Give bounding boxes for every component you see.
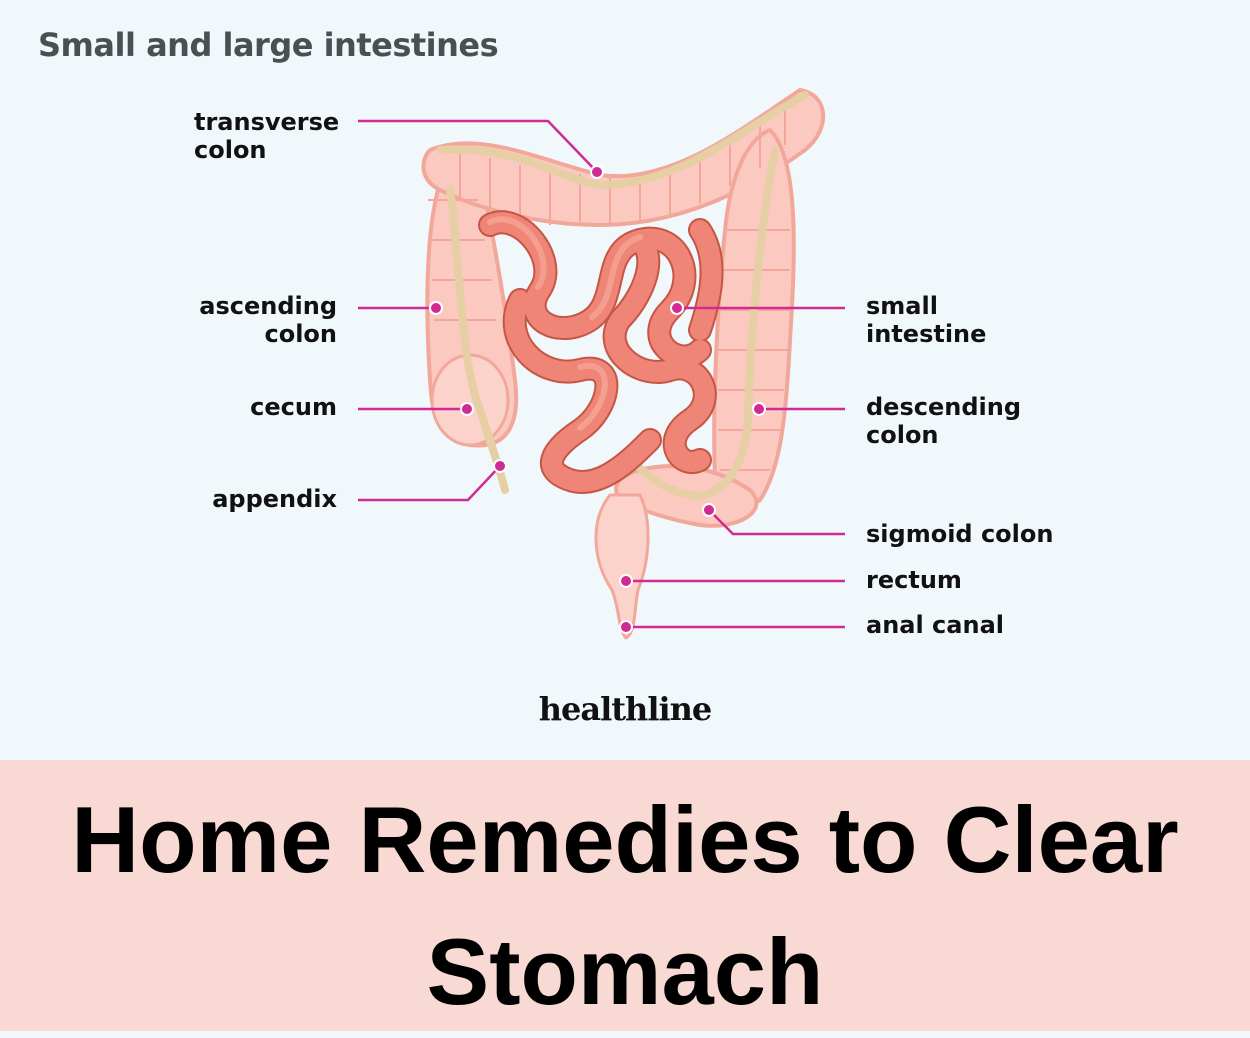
small-intestine: [478, 210, 724, 494]
leader-dots: [429, 165, 766, 634]
healthline-logo: healthline: [538, 690, 713, 728]
label-ascending-colon: ascending colon: [199, 292, 337, 348]
label-small-intestine: small intestine: [866, 292, 987, 348]
label-rectum: rectum: [866, 566, 962, 594]
large-intestine: [421, 87, 826, 640]
label-transverse-colon: transverse colon: [194, 108, 340, 164]
diagram-title: Small and large intestines: [38, 26, 499, 64]
intestines-diagram: Small and large intestines: [38, 26, 1054, 728]
label-descending-colon: descending colon: [866, 393, 1022, 449]
label-cecum: cecum: [250, 393, 337, 421]
intestines-illustration: [358, 87, 845, 640]
leader-lines: [358, 119, 845, 629]
label-anal-canal: anal canal: [866, 611, 1004, 639]
label-appendix: appendix: [212, 485, 337, 513]
label-sigmoid-colon: sigmoid colon: [866, 520, 1054, 548]
banner-title: Home Remedies to Clear Stomach: [71, 787, 1179, 1024]
title-banner: Home Remedies to Clear Stomach: [0, 760, 1250, 1031]
